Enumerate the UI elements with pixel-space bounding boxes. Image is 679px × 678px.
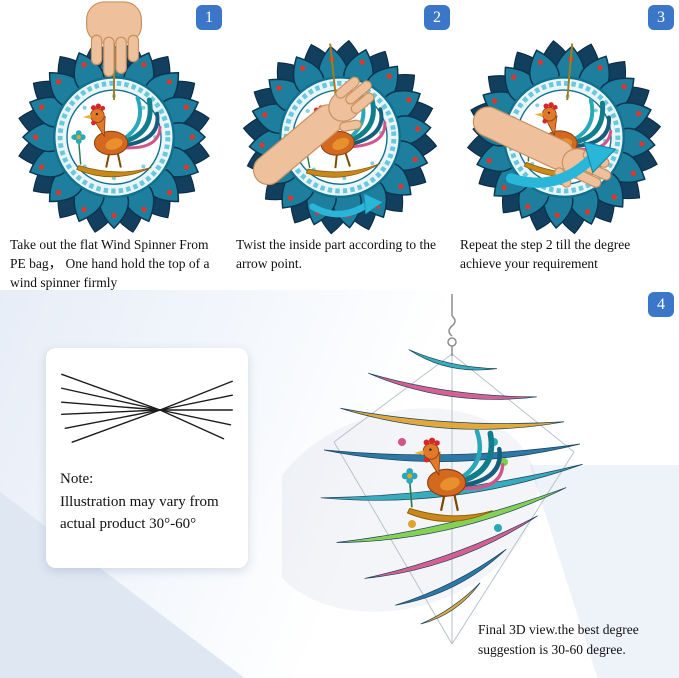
wind-spinner-3d-image bbox=[282, 292, 622, 664]
note-body: Illustration may vary from actual produc… bbox=[60, 493, 219, 533]
step-badge-2: 2 bbox=[424, 5, 450, 30]
wind-spinner-twist-image bbox=[242, 0, 438, 239]
flat-spinner-wires-icon bbox=[61, 373, 233, 443]
step-badge-4-number: 4 bbox=[657, 295, 665, 313]
step-badge-3: 3 bbox=[648, 5, 674, 30]
final-caption: Final 3D view.the best degree suggestion… bbox=[478, 622, 639, 658]
step-badge-2-number: 2 bbox=[433, 8, 441, 26]
spinner-shadow bbox=[282, 408, 538, 612]
step-3-caption: Repeat the step 2 till the degree achiev… bbox=[460, 237, 631, 272]
step-1-caption: Take out the flat Wind Spinner From PE b… bbox=[10, 237, 210, 291]
note-card: Note: Illustration may vary from actual … bbox=[46, 348, 248, 568]
step-panel-2: Twist the inside part according to the a… bbox=[234, 0, 446, 273]
step-panel-1: Take out the flat Wind Spinner From PE b… bbox=[8, 0, 220, 292]
step-badge-1: 1 bbox=[196, 5, 222, 30]
wind-spinner-3d-svg bbox=[282, 294, 583, 645]
step-2-caption: Twist the inside part according to the a… bbox=[236, 237, 437, 272]
step-badge-1-number: 1 bbox=[205, 8, 213, 26]
final-section: Note: Illustration may vary from actual … bbox=[0, 290, 679, 678]
step-badge-3-number: 3 bbox=[657, 8, 665, 26]
step-panel-3: Repeat the step 2 till the degree achiev… bbox=[458, 0, 670, 273]
wind-spinner-repeat-image bbox=[466, 0, 662, 239]
note-title: Note: bbox=[60, 471, 94, 487]
wind-spinner-icon bbox=[242, 29, 438, 239]
step-badge-4: 4 bbox=[648, 292, 674, 317]
hanging-string-icon bbox=[447, 294, 457, 356]
wind-spinner-flat-image bbox=[16, 1, 212, 239]
